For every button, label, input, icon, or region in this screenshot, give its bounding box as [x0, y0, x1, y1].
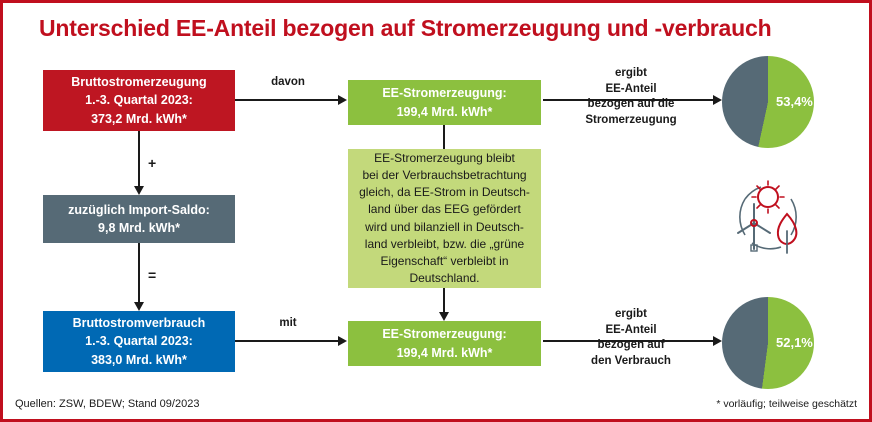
label-top-result-line4: Stromerzeugung — [585, 113, 677, 126]
connector-mit — [235, 340, 339, 342]
note-box-explanation: EE-Stromerzeugung bleibt bei der Verbrau… — [348, 149, 541, 288]
sun-wind-leaf-icon — [737, 180, 798, 254]
label-top-result: ergibt EE-Anteil bezogen auf die Stromer… — [569, 66, 693, 128]
connector-import-to-consumption — [138, 243, 140, 304]
box-ee-generation-top-line2: 199,4 Mrd. kWh* — [396, 104, 493, 119]
label-bottom-result: ergibt EE-Anteil bezogen auf den Verbrau… — [569, 307, 693, 369]
note-line-5: wird und bilanziell in Deutsch- — [365, 219, 524, 234]
connector-top-result — [543, 99, 715, 101]
label-bottom-result-line4: den Verbrauch — [591, 354, 671, 367]
arrowhead-bottom-result — [713, 336, 722, 346]
note-line-4: land über das EEG gefördert — [368, 202, 521, 217]
note-line-8: Deutschland. — [409, 270, 480, 285]
note-line-6: land verbleibt, bzw. die „grüne — [364, 236, 525, 251]
connector-bottom-result — [543, 340, 715, 342]
arrowhead-note-to-bottom — [439, 312, 449, 321]
footer-sources: Quellen: ZSW, BDEW; Stand 09/2023 — [15, 398, 200, 410]
note-line-3: gleich, da EE-Strom in Deutsch- — [359, 185, 530, 200]
box-ee-generation-top: EE-Stromerzeugung: 199,4 Mrd. kWh* — [348, 80, 541, 125]
renewables-icon — [725, 173, 811, 268]
box-ee-generation-bottom-line2: 199,4 Mrd. kWh* — [396, 345, 493, 360]
label-mit: mit — [279, 317, 297, 329]
box-gross-generation-line3: 373,2 Mrd. kWh* — [91, 111, 187, 126]
arrowhead-mit — [338, 336, 347, 346]
connector-note-to-bottom — [443, 288, 445, 314]
box-ee-generation-bottom: EE-Stromerzeugung: 199,4 Mrd. kWh* — [348, 321, 541, 366]
note-line-7: Eigenschaft“ verbleibt in — [380, 253, 509, 268]
label-bottom-result-line3: bezogen auf — [597, 339, 665, 352]
label-top-result-line3: bezogen auf die — [587, 98, 675, 111]
connector-generation-to-import — [138, 131, 140, 188]
box-gross-consumption: Bruttostromverbrauch 1.-3. Quartal 2023:… — [43, 311, 235, 372]
pie-chart-generation: 53,4% — [722, 56, 814, 148]
page-title: Unterschied EE-Anteil bezogen auf Strome… — [39, 15, 772, 41]
connector-top-to-note — [443, 125, 445, 150]
box-gross-generation-line1: Bruttostromerzeugung — [71, 75, 207, 90]
pie-chart-consumption: 52,1% — [722, 297, 814, 389]
note-line-2: bei der Verbrauchsbetrachtung — [362, 168, 527, 183]
box-gross-generation: Bruttostromerzeugung 1.-3. Quartal 2023:… — [43, 70, 235, 131]
note-box-text: EE-Stromerzeugung bleibt bei der Verbrau… — [359, 150, 530, 286]
pie-chart-consumption-label: 52,1% — [776, 335, 813, 350]
operator-equals: = — [148, 267, 157, 283]
box-import-balance-line2: 9,8 Mrd. kWh* — [98, 221, 180, 235]
box-gross-consumption-line3: 383,0 Mrd. kWh* — [91, 352, 187, 367]
box-gross-consumption-line1: Bruttostromverbrauch — [72, 316, 206, 331]
pie-chart-generation-label: 53,4% — [776, 94, 813, 109]
arrowhead-davon — [338, 95, 347, 105]
operator-plus: + — [148, 155, 157, 171]
box-ee-generation-top-line1: EE-Stromerzeugung: — [382, 86, 507, 101]
connector-davon — [235, 99, 339, 101]
box-ee-generation-bottom-line1: EE-Stromerzeugung: — [382, 327, 507, 342]
box-gross-generation-line2: 1.-3. Quartal 2023: — [85, 93, 193, 108]
note-line-1: EE-Stromerzeugung bleibt — [374, 151, 515, 166]
box-gross-consumption-line2: 1.-3. Quartal 2023: — [85, 334, 193, 349]
arrowhead-import-to-consumption — [134, 302, 144, 311]
label-bottom-result-line2: EE-Anteil — [605, 323, 657, 336]
arrowhead-top-result — [713, 95, 722, 105]
box-import-balance: zuzüglich Import-Saldo: 9,8 Mrd. kWh* — [43, 195, 235, 243]
label-top-result-line2: EE-Anteil — [605, 82, 657, 95]
label-davon: davon — [271, 76, 305, 88]
arrowhead-generation-to-import — [134, 186, 144, 195]
pie-chart-generation-disc — [722, 56, 814, 148]
label-top-result-line1: ergibt — [615, 67, 647, 79]
footer-note: * vorläufig; teilweise geschätzt — [716, 398, 857, 410]
pie-chart-consumption-disc — [722, 297, 814, 389]
label-bottom-result-line1: ergibt — [615, 308, 647, 320]
box-import-balance-line1: zuzüglich Import-Saldo: — [68, 202, 210, 217]
